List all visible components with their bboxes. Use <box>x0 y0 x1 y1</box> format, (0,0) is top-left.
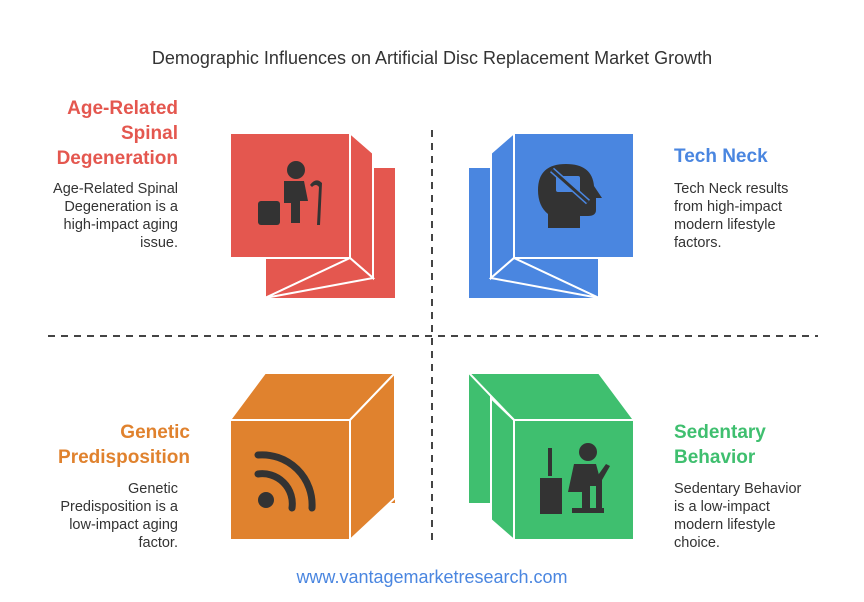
cube-genetic <box>228 370 398 543</box>
description-line: Sedentary Behavior <box>674 481 802 497</box>
heading-age-related: Age-Related Spinal Degeneration <box>40 96 178 171</box>
person-at-desk-icon <box>540 443 610 514</box>
heading-tech-neck: Tech Neck <box>674 144 834 169</box>
heading-line: Predisposition <box>58 447 190 468</box>
heading-line: Tech Neck <box>674 146 768 167</box>
heading-line: Degeneration <box>56 148 178 169</box>
cube-sedentary <box>466 372 636 543</box>
description-age-related: Age-Related Spinal Degeneration is a hig… <box>30 180 178 252</box>
heading-line: Sedentary <box>674 422 766 443</box>
heading-line: Genetic <box>120 422 190 443</box>
diagram-title: Demographic Influences on Artificial Dis… <box>151 48 713 68</box>
description-sedentary: Sedentary Behavior is a low-impact moder… <box>674 480 834 552</box>
description-line: Age-Related Spinal <box>53 181 178 197</box>
description-line: choice. <box>674 535 720 551</box>
head-phone-crossed-icon <box>538 164 602 228</box>
description-line: Degeneration is a <box>64 199 178 215</box>
description-line: is a low-impact <box>674 499 770 515</box>
footer-website-link[interactable]: www.vantagemarketresearch.com <box>296 567 568 587</box>
cube-age-related <box>229 130 395 300</box>
description-genetic: Genetic Predisposition is a low-impact a… <box>30 480 178 552</box>
description-tech-neck: Tech Neck results from high-impact moder… <box>674 180 834 252</box>
description-line: Predisposition is a <box>60 499 178 515</box>
heading-sedentary: Sedentary Behavior <box>674 420 834 470</box>
description-line: modern lifestyle <box>674 517 776 533</box>
heading-line: Age-Related <box>67 98 178 119</box>
signal-waves-icon <box>254 451 316 512</box>
description-line: low-impact aging <box>69 517 178 533</box>
description-line: Tech Neck results <box>674 181 789 197</box>
description-line: Genetic <box>128 481 178 497</box>
elderly-person-with-cane-icon <box>258 161 322 225</box>
description-line: high-impact aging <box>63 217 178 233</box>
cube-tech-neck <box>469 130 635 300</box>
description-line: factor. <box>138 535 179 551</box>
description-line: issue. <box>140 235 178 251</box>
heading-line: Spinal <box>120 123 178 144</box>
description-line: from high-impact <box>674 199 782 215</box>
description-line: modern lifestyle <box>674 217 776 233</box>
heading-line: Behavior <box>674 447 756 468</box>
heading-genetic: Genetic Predisposition <box>30 420 190 470</box>
description-line: factors. <box>674 235 722 251</box>
